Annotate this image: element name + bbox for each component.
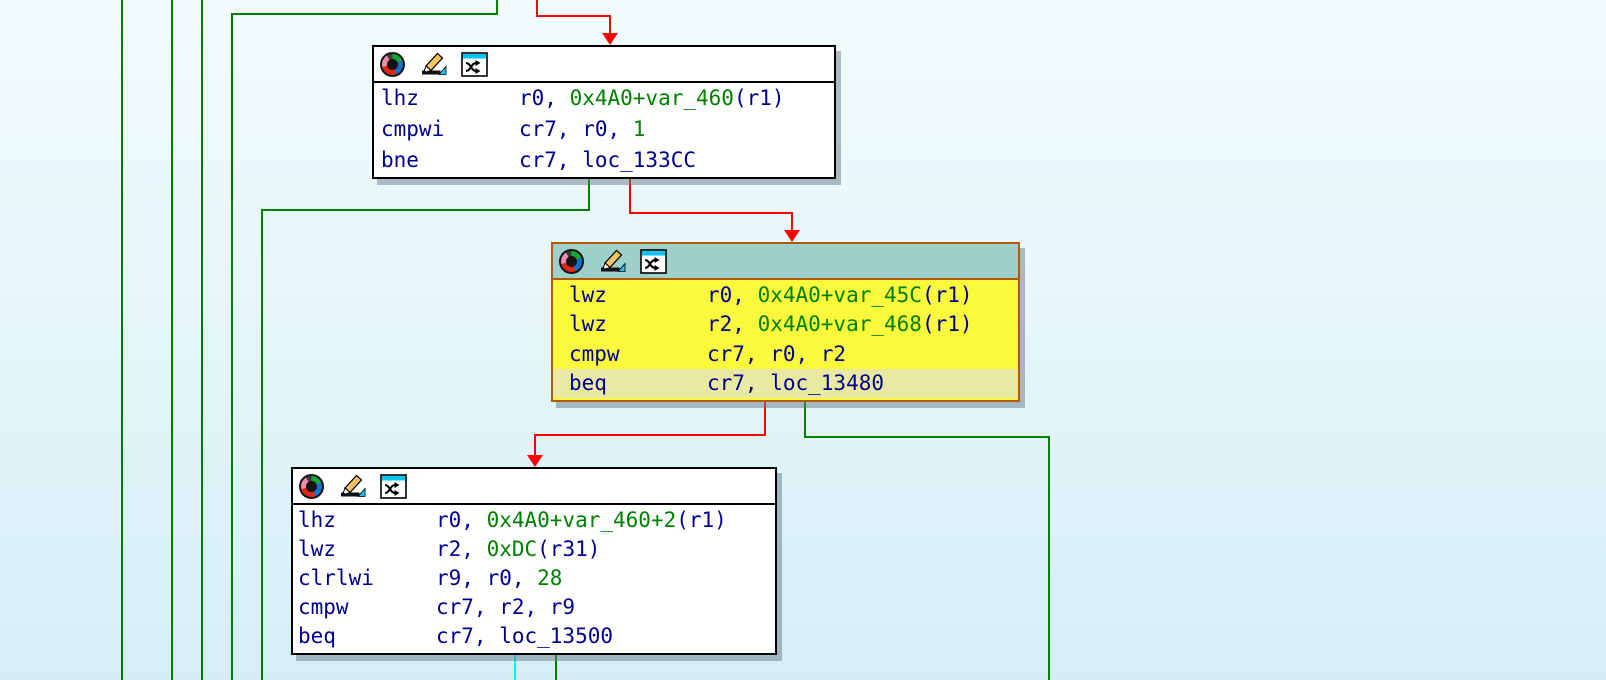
- operand-segment: 0xDC: [486, 536, 538, 561]
- operand-segment: cr7, loc_13480: [707, 371, 885, 396]
- mnemonic: clrlwi: [298, 566, 374, 590]
- instruction-line[interactable]: cmpwi cr7, r0, 1: [374, 114, 834, 145]
- operand-segment: r2,: [436, 536, 487, 561]
- node-color-wheel-icon[interactable]: [380, 51, 405, 77]
- operand-segment: (r1): [921, 282, 973, 307]
- operand-segment: cr7, loc_133CC: [519, 147, 697, 172]
- operand-segment: 0x4A0+var_460+2: [486, 507, 677, 532]
- operand-segment: cr7, r2, r9: [436, 595, 576, 620]
- edge-block1-false-edge: [629, 179, 793, 231]
- color-wheel: [299, 473, 324, 499]
- pencil-glyph: [601, 249, 626, 272]
- instruction-line[interactable]: beq cr7, loc_13500: [293, 622, 775, 651]
- instruction-line[interactable]: lwz r0, 0x4A0+var_45C(r1): [553, 280, 1018, 310]
- operand-segment: r0,: [707, 282, 758, 307]
- block-instructions: lhz r0, 0x4A0+var_460+2(r1) lwz r2, 0xDC(r3…: [293, 505, 775, 651]
- basic-block-3[interactable]: lhz r0, 0x4A0+var_460+2(r1) lwz r2, 0xDC(r3…: [291, 467, 777, 655]
- instruction-line[interactable]: lwz r2, 0xDC(r31): [293, 534, 775, 563]
- operand-segment: r2,: [707, 312, 758, 337]
- mnemonic: lhz: [381, 86, 419, 111]
- basic-block-1[interactable]: lhz r0, 0x4A0+var_460(r1) cmpwi cr7, r0, 1 b…: [372, 45, 836, 179]
- operand-segment: cr7, r0, r2: [707, 341, 847, 366]
- edge-block2-true-edge: [804, 402, 1050, 680]
- edge-arrowhead: [527, 455, 543, 467]
- xrefs-jump-icon[interactable]: [461, 51, 488, 77]
- edit-node-pencil-icon[interactable]: [598, 248, 626, 274]
- instruction-line[interactable]: beq cr7, loc_13480: [553, 368, 1018, 398]
- mnemonic: cmpwi: [381, 117, 445, 141]
- mnemonic: lwz: [569, 312, 607, 337]
- operand-segment: r9, r0,: [436, 566, 538, 590]
- block-title-bar[interactable]: [374, 47, 834, 83]
- instruction-line[interactable]: lwz r2, 0x4A0+var_468(r1): [553, 310, 1018, 340]
- edit-node-pencil-icon[interactable]: [419, 51, 447, 77]
- block-title-bar[interactable]: [553, 244, 1018, 280]
- edit-node-pencil-icon[interactable]: [338, 473, 366, 499]
- xrefs-glyph: [640, 248, 667, 274]
- operand-segment: 0x4A0+var_460: [569, 86, 734, 111]
- edge-arrowhead: [602, 33, 618, 45]
- xrefs-jump-icon[interactable]: [380, 473, 407, 499]
- mnemonic: cmpw: [298, 595, 349, 620]
- instruction-line[interactable]: cmpw cr7, r0, r2: [553, 339, 1018, 369]
- mnemonic: beq: [298, 624, 336, 649]
- pencil-glyph: [422, 52, 447, 75]
- edge-block1-true-edge: [261, 179, 590, 680]
- operand-segment: (r1): [733, 86, 785, 111]
- block-instructions: lhz r0, 0x4A0+var_460(r1) cmpwi cr7, r0, 1 b…: [374, 83, 834, 175]
- operand-segment: 0x4A0+var_468: [757, 312, 922, 337]
- mnemonic: lwz: [298, 536, 336, 561]
- color-wheel: [559, 248, 584, 274]
- operand-segment: r0,: [519, 86, 570, 111]
- edge-incoming-true-edge: [231, 0, 498, 680]
- operand-segment: 0x4A0+var_45C: [757, 282, 922, 307]
- edge-block2-false-edge: [534, 402, 766, 456]
- mnemonic: cmpw: [569, 341, 620, 366]
- operand-segment: 28: [537, 566, 563, 590]
- operand-segment: cr7, r0,: [519, 117, 633, 141]
- xrefs-jump-icon[interactable]: [640, 248, 667, 274]
- pencil-glyph: [341, 474, 366, 497]
- block-title-bar[interactable]: [293, 469, 775, 505]
- node-color-wheel-icon[interactable]: [559, 248, 584, 274]
- operand-segment: (r1): [921, 312, 973, 337]
- operand-segment: (r1): [676, 507, 727, 532]
- edge-arrowhead: [784, 230, 800, 242]
- mnemonic: lwz: [569, 282, 607, 307]
- instruction-line[interactable]: clrlwi r9, r0, 28: [293, 563, 775, 592]
- operand-segment: (r31): [537, 536, 601, 561]
- node-color-wheel-icon[interactable]: [299, 473, 324, 499]
- xrefs-glyph: [380, 473, 407, 499]
- edge-incoming-flow-edge: [536, 0, 611, 34]
- instruction-line[interactable]: lhz r0, 0x4A0+var_460(r1): [374, 83, 834, 114]
- operand-segment: 1: [632, 117, 646, 141]
- mnemonic: bne: [381, 147, 419, 172]
- operand-segment: r0,: [436, 507, 487, 532]
- operand-segment: cr7, loc_13500: [436, 624, 614, 649]
- instruction-line[interactable]: cmpw cr7, r2, r9: [293, 593, 775, 622]
- instruction-line[interactable]: lhz r0, 0x4A0+var_460+2(r1): [293, 505, 775, 534]
- xrefs-glyph: [461, 51, 488, 77]
- color-wheel: [380, 51, 405, 77]
- instruction-line[interactable]: bne cr7, loc_133CC: [374, 144, 834, 175]
- mnemonic: beq: [569, 371, 607, 396]
- mnemonic: lhz: [298, 507, 336, 532]
